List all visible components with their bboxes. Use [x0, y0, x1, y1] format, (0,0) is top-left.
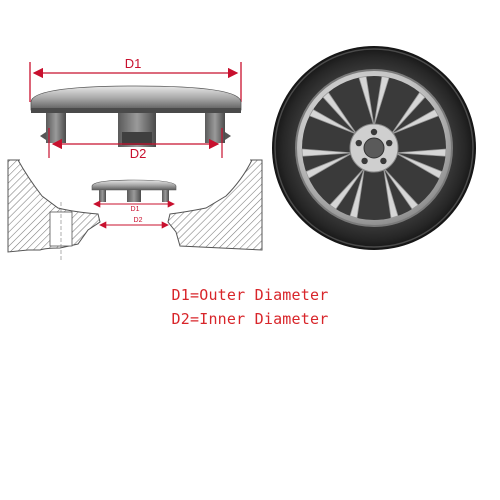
rim-spokes: [301, 75, 447, 219]
dimension-d1: D1: [32, 56, 239, 79]
spoke: [390, 91, 426, 135]
dimension-d2: D2: [51, 138, 220, 161]
d1-small-label: D1: [131, 206, 140, 213]
legend-inner-diameter: D2=Inner Diameter: [171, 310, 329, 328]
legend-outer-diameter: D1=Outer Diameter: [171, 286, 329, 304]
spoke: [329, 167, 365, 210]
hub-cross-section: D1 D2: [7, 159, 263, 262]
hub-section-right: [167, 159, 263, 251]
lug-nut: [380, 157, 387, 165]
spoke: [349, 167, 365, 219]
spoke: [309, 109, 357, 135]
spoke: [305, 152, 353, 179]
spoke: [358, 75, 375, 127]
spoke: [395, 152, 443, 179]
hub-section-left: [7, 159, 101, 253]
spoke: [383, 167, 419, 210]
lug-nut: [370, 128, 378, 136]
spoke: [373, 75, 390, 127]
d2-label: D2: [130, 146, 147, 161]
cap-leg-left: [46, 113, 66, 143]
spoke: [395, 148, 447, 157]
cap-leg-right: [205, 113, 225, 143]
small-cap: [91, 179, 177, 191]
lug-nuts: [355, 128, 393, 165]
lug-nut: [355, 139, 362, 147]
d2-small-label: D2: [134, 217, 143, 224]
d1-label: D1: [125, 56, 142, 71]
spoke: [322, 91, 358, 135]
center-bore: [363, 137, 385, 159]
spoke: [383, 167, 399, 219]
wheel-photo: [272, 46, 476, 250]
spoke: [301, 148, 353, 157]
lug-nut: [386, 139, 393, 147]
lug-nut: [361, 157, 368, 165]
spoke: [391, 109, 439, 135]
cap-dome: [30, 85, 242, 111]
